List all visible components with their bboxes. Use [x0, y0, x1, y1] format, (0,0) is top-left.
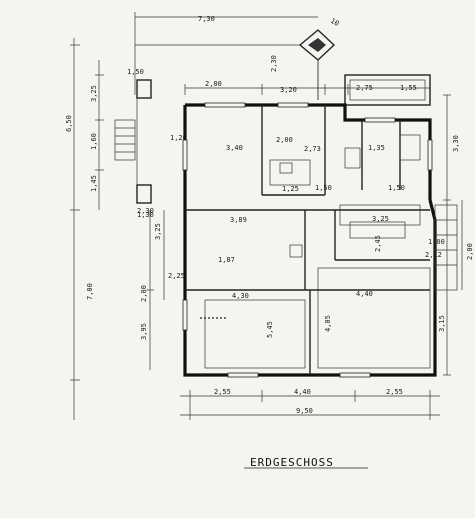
- dim-bottom-2-55a: 2,55: [214, 388, 231, 396]
- dim-room-2-12: 2,12: [425, 251, 442, 259]
- dim-top-3-20: 3,20: [280, 86, 297, 94]
- dim-top-width: 7,30: [198, 15, 215, 23]
- dim-bottom-2-55b: 2,55: [386, 388, 403, 396]
- outside-terrace: [114, 79, 152, 204]
- dimension-labels: 7,30 10 2,30 6,50 3,25 1,60 1,45 1,50 1,…: [65, 15, 474, 415]
- dim-small-1-20: 1,20: [170, 134, 187, 142]
- dim-top-2-00: 2,00: [205, 80, 222, 88]
- windows: [182, 102, 433, 378]
- dim-left-2-25: 2,25: [168, 272, 185, 280]
- dim-room-1-35: 1,35: [368, 144, 385, 152]
- dim-left-1-60: 1,60: [90, 133, 98, 150]
- dim-room-1-87: 1,87: [218, 256, 235, 264]
- dim-left-3-25: 3,25: [90, 85, 98, 102]
- dim-room-4-30: 4,30: [232, 292, 249, 300]
- dim-room-1-25: 1,25: [282, 185, 299, 193]
- dim-right-3-15: 3,15: [438, 315, 446, 332]
- dim-room-2-45: 2,45: [374, 235, 382, 252]
- dim-room-3-89: 3,89: [230, 216, 247, 224]
- dim-room-1-50b: 1,50: [388, 184, 405, 192]
- balcony: [344, 74, 431, 106]
- dim-bottom-9-50: 9,50: [296, 407, 313, 415]
- chimney-symbol: [298, 29, 336, 100]
- dim-room-4-40: 4,40: [356, 290, 373, 298]
- dim-room-5-45: 5,45: [266, 321, 274, 338]
- plan-title: ERDGESCHOSS: [250, 456, 334, 469]
- dim-left-2-00: 2,00: [140, 285, 148, 302]
- dim-room-3-25: 3,25: [372, 215, 389, 223]
- dim-left-3-25b: 3,25: [154, 223, 162, 240]
- dim-room-4-05: 4,05: [324, 315, 332, 332]
- dim-left-3-95: 3,95: [140, 323, 148, 340]
- dim-top-2-75: 2,75: [356, 84, 373, 92]
- dim-right-3-30: 3,30: [452, 135, 460, 152]
- entrance-steps: [434, 204, 458, 291]
- dim-stair-2-30: 2,30: [270, 55, 278, 72]
- room-outlines: [204, 134, 431, 369]
- dim-room-2-00: 2,00: [276, 136, 293, 144]
- dim-left-7-00: 7,00: [86, 283, 94, 300]
- dim-diag-10: 10: [329, 17, 340, 28]
- dim-small-1-00: 1,00: [428, 238, 445, 246]
- dim-left-1-45: 1,45: [90, 175, 98, 192]
- dim-left-6-50: 6,50: [65, 115, 73, 132]
- dim-box-1-50: 1,50: [127, 68, 144, 76]
- dim-left-1-30: 1,30: [137, 211, 154, 219]
- dim-top-1-55: 1,55: [400, 84, 417, 92]
- dim-right-2-00: 2,00: [466, 243, 474, 260]
- dim-room-2-73: 2,73: [304, 145, 321, 153]
- dim-small-2-30: 2,30: [137, 207, 154, 215]
- dim-bottom-4-40: 4,40: [294, 388, 311, 396]
- dim-room-3-40: 3,40: [226, 144, 243, 152]
- dim-room-1-50: 1,50: [315, 184, 332, 192]
